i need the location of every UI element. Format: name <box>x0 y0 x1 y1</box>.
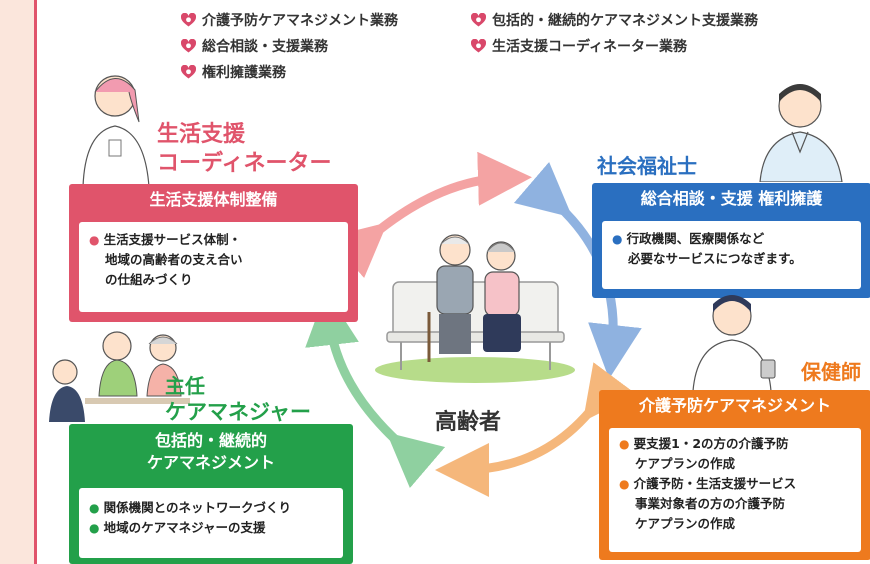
red-role-line1: 生活支援 <box>157 122 246 147</box>
arrow-green-red <box>305 291 446 489</box>
heart-icon <box>181 64 196 78</box>
legend-item-5: 生活支援コーディネーター業務 <box>471 36 687 56</box>
blue-card: 総合相談・支援 権利擁護 ● 行政機関、医療関係など 必要なサービスにつなぎます… <box>592 183 870 298</box>
green-bullet: ● 地域のケアマネジャーの支援 <box>89 520 266 535</box>
green-card: 包括的・継続的 ケアマネジメント ● 関係機関とのネットワークづくり ● 地域の… <box>69 424 353 564</box>
orange-bullet-cont: 事業対象者の方の介護予防 <box>635 496 786 511</box>
green-role-line2: ケアマネジャー <box>165 400 311 424</box>
red-role-line2: コーディネーター <box>157 151 332 176</box>
diagram-panel: 介護予防ケアマネジメント業務 総合相談・支援業務 権利擁護業務 包括的・継続的ケ… <box>34 0 870 564</box>
blue-bullet: ● 行政機関、医療関係など <box>612 231 765 246</box>
legend-item-2: 総合相談・支援業務 <box>181 36 328 56</box>
legend-label: 介護予防ケアマネジメント業務 <box>202 13 398 29</box>
red-card: 生活支援体制整備 ● 生活支援サービス体制・ 地域の高齢者の支え合い の仕組みづ… <box>69 184 358 322</box>
heart-icon <box>181 38 196 52</box>
arrow-red-blue <box>328 151 532 279</box>
orange-bullet-cont: ケアプランの作成 <box>635 516 736 531</box>
legend-item-4: 包括的・継続的ケアマネジメント支援業務 <box>471 10 758 30</box>
blue-role: 社会福祉士 <box>597 154 697 178</box>
heart-icon <box>181 12 196 26</box>
green-role-line1: 主任 <box>165 374 205 398</box>
heart-icon <box>471 12 486 26</box>
green-card-title-line2: ケアマネジメント <box>146 453 275 472</box>
red-bullet: ● 生活支援サービス体制・ <box>89 232 242 247</box>
red-bullet-cont: 地域の高齢者の支え合い <box>105 252 243 267</box>
red-bullet-cont: の仕組みづくり <box>105 272 193 287</box>
arrow-orange-green <box>435 362 637 497</box>
heart-icon <box>471 38 486 52</box>
blue-card-body: ● 行政機関、医療関係など 必要なサービスにつなぎます。 <box>602 221 861 289</box>
red-card-title: 生活支援体制整備 <box>149 190 278 209</box>
legend-label: 権利擁護業務 <box>202 65 286 81</box>
legend-label: 包括的・継続的ケアマネジメント支援業務 <box>492 13 758 29</box>
orange-role: 保健師 <box>801 360 861 384</box>
orange-bullet: ● 要支援1・2の方の介護予防 <box>619 436 789 451</box>
legend-label: 生活支援コーディネーター業務 <box>492 39 688 55</box>
red-card-body: ● 生活支援サービス体制・ 地域の高齢者の支え合い の仕組みづくり <box>79 222 348 312</box>
center-label: 高齢者 <box>435 410 502 435</box>
orange-card: 介護予防ケアマネジメント ● 要支援1・2の方の介護予防 ケアプランの作成 ● … <box>599 390 870 560</box>
nurse-illustration <box>692 295 776 391</box>
legend-label: 総合相談・支援業務 <box>202 39 328 55</box>
blue-bullet-cont: 必要なサービスにつなぎます。 <box>628 251 802 266</box>
blue-card-title: 総合相談・支援 権利擁護 <box>640 189 823 208</box>
care-manager-illustration <box>49 331 190 422</box>
social-worker-illustration <box>759 84 843 182</box>
orange-bullet-cont: ケアプランの作成 <box>635 456 736 471</box>
legend-item-1: 介護予防ケアマネジメント業務 <box>181 10 398 30</box>
orange-card-title: 介護予防ケアマネジメント <box>638 396 831 415</box>
green-card-title-line1: 包括的・継続的 <box>154 431 267 450</box>
legend-item-3: 権利擁護業務 <box>181 62 286 82</box>
elderly-couple-illustration <box>375 234 575 383</box>
orange-card-body: ● 要支援1・2の方の介護予防 ケアプランの作成 ● 介護予防・生活支援サービス… <box>609 428 861 552</box>
green-bullet: ● 関係機関とのネットワークづくり <box>89 500 292 515</box>
coordinator-illustration <box>82 75 150 187</box>
orange-bullet: ● 介護予防・生活支援サービス <box>619 476 797 491</box>
green-card-body: ● 関係機関とのネットワークづくり ● 地域のケアマネジャーの支援 <box>79 488 343 558</box>
